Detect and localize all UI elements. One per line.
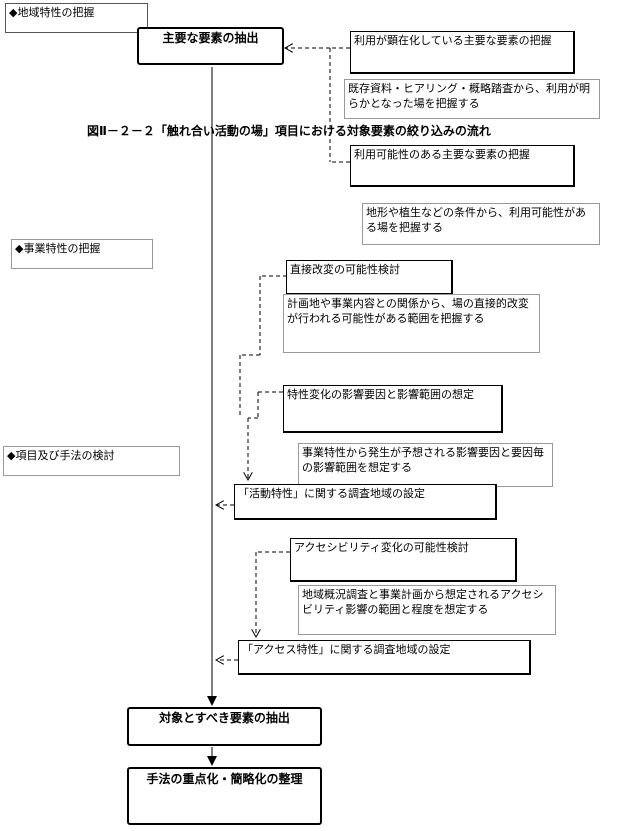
- factor-range-note: 事業特性から発生が予想される影響要因と要因毎の影響範囲を想定する: [298, 443, 553, 487]
- method-focus-box: 手法の重点化・簡略化の整理: [127, 767, 322, 825]
- existing-use-note: 既存資料・ヒアリング・概略踏査から、利用が明らかとなった場を把握する: [344, 79, 600, 119]
- access-area-box: 「アクセス特性」に関する調査地域の設定: [238, 640, 531, 675]
- activity-area-box: 「活動特性」に関する調査地域の設定: [234, 484, 497, 520]
- extract-main-elements-box: 主要な要素の抽出: [137, 27, 284, 65]
- dashed-feed-main: [285, 48, 350, 163]
- section-project: ◆事業特性の把握: [11, 239, 153, 269]
- extract-target-elements-box: 対象とすべき要素の抽出: [127, 707, 322, 746]
- dashed-feed-activity: [216, 275, 287, 505]
- figure-caption: 図Ⅱ－２－２「触れ合い活動の場」項目における対象要素の絞り込みの流れ: [87, 124, 491, 138]
- dashed-feed-access: [216, 551, 290, 660]
- direct-change-box: 直接改変の可能性検討: [286, 260, 453, 295]
- factor-range-box: 特性変化の影響要因と影響範囲の想定: [283, 385, 503, 433]
- existing-use-box: 利用が顕在化している主要な要素の把握: [350, 31, 575, 74]
- section-method: ◆項目及び手法の検討: [3, 446, 180, 476]
- access-change-note: 地域概況調査と事業計画から想定されるアクセシビリティ影響の範囲と程度を想定する: [298, 585, 556, 635]
- access-change-box: アクセシビリティ変化の可能性検討: [290, 538, 517, 582]
- possible-use-note: 地形や植生などの条件から、利用可能性がある場を把握する: [362, 203, 600, 245]
- direct-change-note: 計画地や事業内容との関係から、場の直接的改変が行われる可能性がある範囲を把握する: [283, 294, 540, 353]
- section-region: ◆地域特性の把握: [5, 3, 148, 33]
- possible-use-box: 利用可能性のある主要な要素の把握: [350, 145, 575, 187]
